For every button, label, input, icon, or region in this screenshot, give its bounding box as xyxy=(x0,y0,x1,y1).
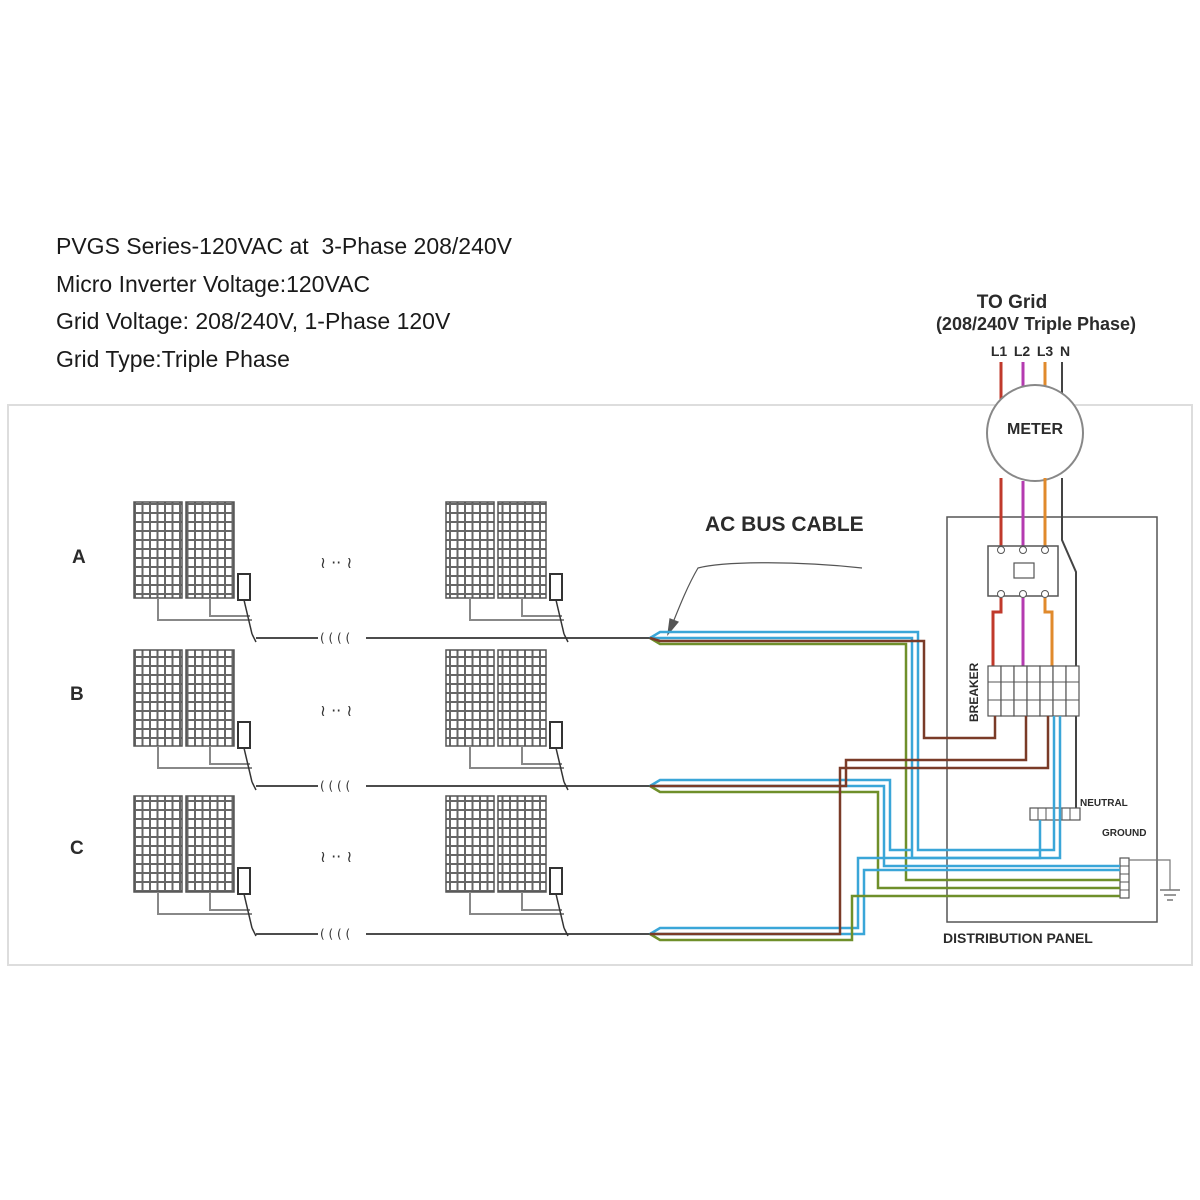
row-label-c: C xyxy=(70,838,84,859)
micro-inverter xyxy=(237,867,251,895)
svg-text:( ( ( (: ( ( ( ( xyxy=(320,631,350,645)
solar-panel xyxy=(445,795,495,893)
svg-text:( ( ( (: ( ( ( ( xyxy=(320,927,350,941)
spec-line-series: PVGS Series-120VAC at 3-Phase 208/240V xyxy=(56,233,513,259)
ac-bus-cable: ( ( ( ( xyxy=(256,631,650,645)
solar-panel-group xyxy=(133,649,257,791)
solar-panel-group xyxy=(445,795,569,937)
ac-wiring: ( ( ( ( ( ( ( ( ( ( ( ( xyxy=(256,630,1120,942)
solar-panel xyxy=(185,649,235,747)
row-label-a: A xyxy=(72,547,86,568)
solar-panel xyxy=(133,649,183,747)
ellipsis-symbol: ≀ ·· ≀ xyxy=(320,553,352,572)
ground-bar xyxy=(1119,857,1180,901)
distribution-panel-label: DISTRIBUTION PANEL xyxy=(943,930,1093,946)
grid-title: TO Grid xyxy=(977,292,1047,313)
spec-text-block: PVGS Series-120VAC at 3-Phase 208/240V M… xyxy=(56,228,512,378)
ac-bus-cable: ( ( ( ( xyxy=(256,779,650,793)
spec-line-grid-voltage: Grid Voltage: 208/240V, 1-Phase 120V xyxy=(56,308,451,335)
spec-line-grid-type: Grid Type:Triple Phase xyxy=(56,345,290,372)
meter xyxy=(986,384,1084,482)
neutral-label: NEUTRAL xyxy=(1080,798,1128,809)
distribution-panel xyxy=(946,516,1158,923)
solar-panel xyxy=(185,795,235,893)
row-label-b: B xyxy=(70,684,84,705)
micro-inverter xyxy=(549,721,563,749)
phase-label-n: N xyxy=(1060,343,1070,359)
ac-bus-pointer xyxy=(667,562,863,636)
solar-panel xyxy=(445,501,495,599)
ellipsis-symbol: ≀ ·· ≀ xyxy=(320,701,352,720)
solar-panel xyxy=(497,501,547,599)
solar-panel xyxy=(497,795,547,893)
phase-label-l2: L2 xyxy=(1014,343,1031,359)
ac-bus-cable-label: AC BUS CABLE xyxy=(705,513,864,536)
solar-arrays: ≀ ·· ≀ ≀ ·· ≀ ≀ ·· ≀ xyxy=(133,501,569,937)
branch-feed-lines xyxy=(991,598,1054,668)
phase-label-l1: L1 xyxy=(991,343,1008,359)
meter-label: METER xyxy=(1007,421,1063,438)
breaker-label: BREAKER xyxy=(967,662,981,722)
svg-text:( ( ( (: ( ( ( ( xyxy=(320,779,350,793)
solar-panel-group xyxy=(133,501,257,643)
solar-panel-group xyxy=(133,795,257,937)
solar-panel-group xyxy=(445,501,569,643)
solar-panel xyxy=(445,649,495,747)
ac-bus-cable: ( ( ( ( xyxy=(256,927,650,941)
solar-panel xyxy=(133,795,183,893)
solar-panel xyxy=(497,649,547,747)
spec-line-inverter-voltage: Micro Inverter Voltage:120VAC xyxy=(56,270,371,297)
solar-panel-group xyxy=(445,649,569,791)
grid-subtitle: (208/240V Triple Phase) xyxy=(936,314,1136,334)
ellipsis-symbol: ≀ ·· ≀ xyxy=(320,847,352,866)
ground-label: GROUND xyxy=(1102,828,1146,839)
diagram-frame xyxy=(7,404,1193,966)
micro-inverter xyxy=(549,573,563,601)
main-breaker xyxy=(987,545,1059,598)
solar-panel xyxy=(133,501,183,599)
micro-inverter xyxy=(549,867,563,895)
phase-label-l3: L3 xyxy=(1037,343,1054,359)
branch-breakers xyxy=(987,665,1080,717)
micro-inverter xyxy=(237,573,251,601)
micro-inverter xyxy=(237,721,251,749)
solar-panel xyxy=(185,501,235,599)
